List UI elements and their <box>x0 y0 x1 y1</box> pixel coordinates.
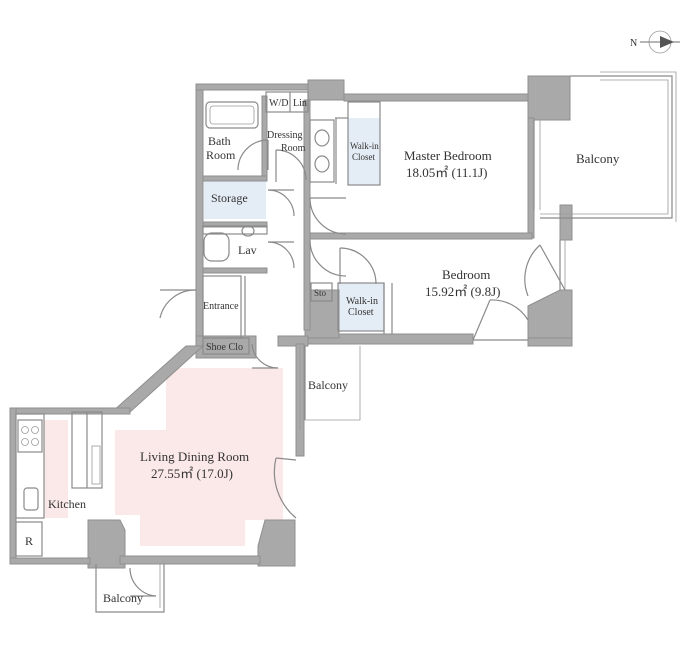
bath-label-2: Room <box>206 148 236 162</box>
walkin-master-label-2: Closet <box>352 152 376 162</box>
doors <box>129 139 566 597</box>
master-bedroom-label: Master Bedroom <box>404 148 492 163</box>
shoe-clo-label: Shoe Clo <box>206 342 243 353</box>
north-label: N <box>630 38 637 49</box>
lav-label: Lav <box>238 243 257 257</box>
storage-fill <box>204 181 266 219</box>
walkin-closet-bedroom-fill <box>338 283 384 331</box>
wd-label: W/D <box>269 98 288 109</box>
balcony-master-label: Balcony <box>576 151 620 166</box>
walkin-bedroom-label-1: Walk-in <box>346 296 378 307</box>
living-dining-highlight <box>115 368 283 546</box>
walls <box>9 75 573 569</box>
lin-label: Lin <box>293 98 307 109</box>
room-labels: W/D Lin Bath Room Dressing Room Walk-in … <box>25 98 620 605</box>
storage-label: Storage <box>211 191 248 205</box>
sto-label: Sto <box>314 288 327 298</box>
compass: N <box>630 30 680 54</box>
fridge-label: R <box>25 534 33 548</box>
balcony-bottom-label: Balcony <box>103 591 143 605</box>
living-dining-area: 27.55㎡ (17.0J) <box>151 466 233 481</box>
dressing-label-2: Room <box>281 143 306 154</box>
master-bedroom-area: 18.05㎡ (11.1J) <box>406 165 488 180</box>
entrance-label: Entrance <box>203 301 239 312</box>
balcony-mid-label: Balcony <box>308 378 348 392</box>
dressing-label-1: Dressing <box>267 130 303 141</box>
kitchen-label: Kitchen <box>48 497 86 511</box>
walkin-bedroom-label-2: Closet <box>348 307 374 318</box>
living-dining-label: Living Dining Room <box>140 449 249 464</box>
walkin-master-label-1: Walk-in <box>350 141 379 151</box>
bedroom-area: 15.92㎡ (9.8J) <box>425 284 500 299</box>
bath-label-1: Bath <box>208 134 231 148</box>
bedroom-label: Bedroom <box>442 267 490 282</box>
walkin-closet-master-fill <box>348 118 380 185</box>
interior-lines <box>15 71 677 613</box>
kitchen-highlight <box>44 420 68 518</box>
